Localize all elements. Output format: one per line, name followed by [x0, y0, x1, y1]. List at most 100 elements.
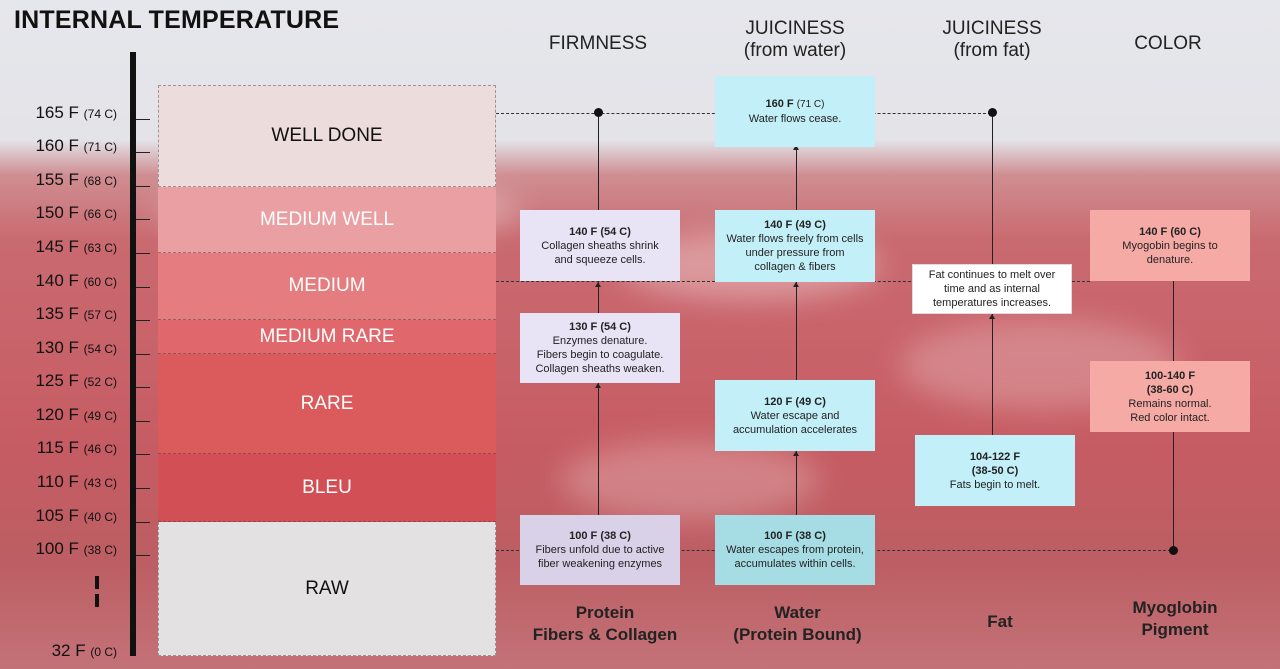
- box-text-line: accumulation accelerates: [719, 423, 871, 437]
- box-temperature: 120 F (49 C): [719, 395, 871, 409]
- box-text-line: under pressure from: [719, 246, 871, 260]
- info-box-f130: 130 F (54 C)Enzymes denature.Fibers begi…: [520, 313, 680, 383]
- header-fat: JUICINESS (from fat): [912, 18, 1072, 62]
- footer-fat: Fat: [940, 611, 1060, 633]
- axis-tick-mark: [136, 488, 150, 489]
- water-line: [796, 451, 797, 515]
- footer-line: Water: [705, 602, 890, 624]
- box-temp-c: (54 C): [600, 226, 631, 238]
- box-temp-c: (38 C): [795, 530, 826, 542]
- box-temp-c: (38 C): [600, 530, 631, 542]
- box-text-line: Fibers begin to coagulate.: [524, 348, 676, 362]
- box-temperature: 104-122 F(38-50 C): [919, 450, 1071, 478]
- box-temp-c: (38-60 C): [1094, 383, 1246, 397]
- box-temperature: 100 F (38 C): [719, 529, 871, 543]
- fat-dot: [988, 108, 997, 117]
- box-text-line: Water flows cease.: [719, 112, 871, 126]
- doneness-label: MEDIUM WELL: [260, 209, 394, 231]
- axis-tick-mark: [136, 119, 150, 120]
- tick-celsius: (74 C): [84, 107, 117, 121]
- box-temperature: 100-140 F(38-60 C): [1094, 369, 1246, 397]
- tick-fahrenheit: 140 F: [35, 271, 83, 290]
- header-line: FIRMNESS: [520, 33, 676, 55]
- axis-tick-mark: [136, 387, 150, 388]
- color-line: [1173, 432, 1174, 550]
- footer-line: Myoglobin: [1095, 597, 1255, 619]
- footer-line: Protein: [510, 602, 700, 624]
- tick-celsius: (66 C): [84, 207, 117, 221]
- box-text-line: Collagen sheaths weaken.: [524, 362, 676, 376]
- fat-line: [992, 113, 993, 264]
- tick-celsius: (52 C): [84, 375, 117, 389]
- box-text-line: Fibers unfold due to active: [524, 543, 676, 557]
- axis-tick-mark: [136, 320, 150, 321]
- header-water: JUICINESS (from water): [712, 18, 878, 62]
- info-box-c100: 100-140 F(38-60 C)Remains normal.Red col…: [1090, 361, 1250, 432]
- water-line: [796, 282, 797, 380]
- axis-tick-label: 145 F (63 C): [4, 237, 117, 257]
- box-text-line: Water escapes from protein,: [719, 543, 871, 557]
- box-temp-f: 140 F: [764, 219, 795, 231]
- tick-celsius: (63 C): [84, 241, 117, 255]
- axis-tick-label: 100 F (38 C): [4, 539, 117, 559]
- box-temp-f: 130 F: [569, 321, 600, 333]
- tick-fahrenheit: 160 F: [35, 136, 83, 155]
- footer-firmness: Protein Fibers & Collagen: [510, 602, 700, 646]
- axis-tick-label: 32 F (0 C): [4, 641, 117, 661]
- box-text-line: Collagen sheaths shrink: [524, 239, 676, 253]
- axis-tick-mark: [136, 522, 150, 523]
- axis-tick-mark: [136, 253, 150, 254]
- axis-tick-mark: [136, 287, 150, 288]
- axis-tick-mark: [136, 354, 150, 355]
- doneness-band: WELL DONE: [158, 85, 496, 187]
- footer-line: Fibers & Collagen: [510, 624, 700, 646]
- axis-tick-mark: [136, 454, 150, 455]
- tick-fahrenheit: 130 F: [35, 338, 83, 357]
- water-line: [796, 147, 797, 210]
- tick-celsius: (57 C): [84, 308, 117, 322]
- page-title: INTERNAL TEMPERATURE: [14, 6, 339, 35]
- box-temp-f: 120 F: [764, 396, 795, 408]
- box-text-line: time and as internal: [917, 282, 1067, 296]
- tick-celsius: (71 C): [84, 140, 117, 154]
- info-box-f140: 140 F (54 C)Collagen sheaths shrinkand s…: [520, 210, 680, 281]
- arrow-up-icon: [989, 314, 995, 319]
- box-text-line: Myogobin begins to: [1094, 239, 1246, 253]
- box-temperature: 100 F (38 C): [524, 529, 676, 543]
- fat-line: [992, 314, 993, 435]
- footer-line: (Protein Bound): [705, 624, 890, 646]
- tick-fahrenheit: 135 F: [35, 304, 83, 323]
- info-box-fat104: 104-122 F(38-50 C)Fats begin to melt.: [915, 435, 1075, 506]
- axis-break-dash: [95, 576, 99, 589]
- arrow-up-icon: [793, 282, 799, 287]
- box-text-line: Remains normal.: [1094, 397, 1246, 411]
- box-text-line: accumulates within cells.: [719, 557, 871, 571]
- tick-fahrenheit: 115 F: [37, 438, 84, 457]
- axis-tick-mark: [136, 421, 150, 422]
- tick-fahrenheit: 150 F: [35, 203, 83, 222]
- tick-fahrenheit: 32 F: [52, 641, 91, 660]
- axis-tick-mark: [136, 186, 150, 187]
- box-temperature: 160 F (71 C): [719, 97, 871, 112]
- tick-celsius: (40 C): [84, 510, 117, 524]
- doneness-label: RARE: [301, 393, 354, 415]
- tick-celsius: (49 C): [84, 409, 117, 423]
- footer-color: Myoglobin Pigment: [1095, 597, 1255, 641]
- firmness-line: [598, 113, 599, 210]
- header-line: COLOR: [1090, 33, 1246, 55]
- axis-tick-mark: [136, 152, 150, 153]
- footer-line: Fat: [940, 611, 1060, 633]
- tick-fahrenheit: 110 F: [37, 472, 84, 491]
- box-text-line: denature.: [1094, 253, 1246, 267]
- box-text-line: Enzymes denature.: [524, 334, 676, 348]
- footer-line: Pigment: [1095, 619, 1255, 641]
- tick-celsius: (46 C): [84, 442, 117, 456]
- header-color: COLOR: [1090, 33, 1246, 55]
- footer-water: Water (Protein Bound): [705, 602, 890, 646]
- box-temperature: 140 F (49 C): [719, 218, 871, 232]
- box-text-line: Red color intact.: [1094, 411, 1246, 425]
